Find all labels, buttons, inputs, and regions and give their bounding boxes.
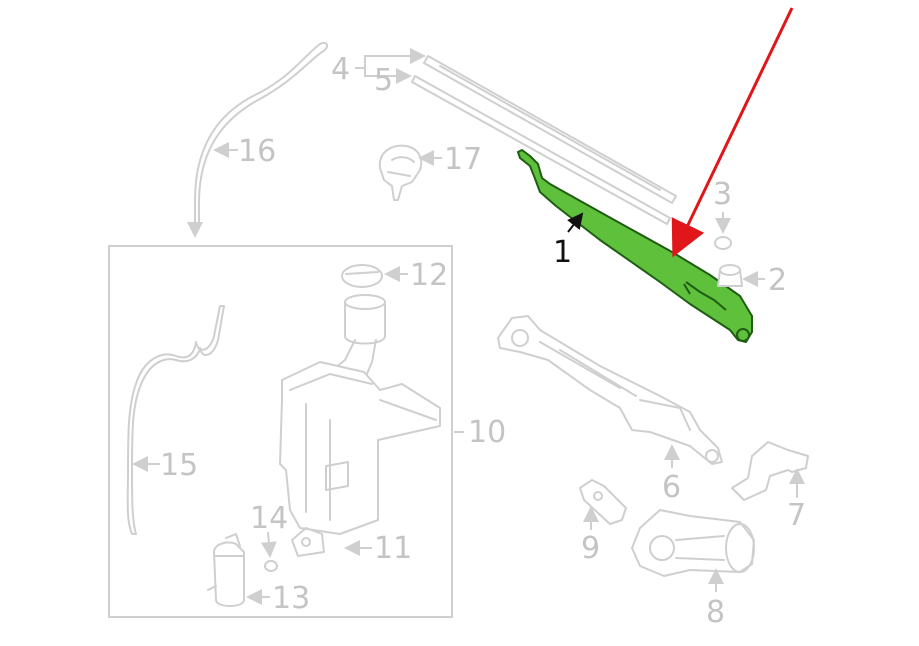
bracket-7[interactable] <box>731 441 809 501</box>
callout-17: 17 <box>444 142 482 177</box>
wiper-blade-insert-5[interactable] <box>411 75 671 225</box>
callout-14: 14 <box>250 501 288 536</box>
pointer-arrow <box>671 7 794 258</box>
callout-10: 10 <box>468 415 506 450</box>
cap-3[interactable] <box>714 236 732 250</box>
callout-16: 16 <box>238 134 276 169</box>
grommet-14[interactable] <box>264 560 278 572</box>
wiper-arm-1[interactable] <box>517 149 753 343</box>
callout-13: 13 <box>272 581 310 616</box>
wiper-motor-8[interactable] <box>631 509 755 577</box>
callout-12: 12 <box>410 258 448 293</box>
washer-hose-16[interactable] <box>194 42 328 229</box>
callout-11: 11 <box>374 531 412 566</box>
bracket-9[interactable] <box>579 479 627 525</box>
nut-2[interactable] <box>717 264 743 287</box>
callout-1: 1 <box>553 235 572 270</box>
wiper-linkage-6[interactable] <box>497 315 723 465</box>
callout-4: 4 <box>331 52 350 87</box>
callout-9: 9 <box>581 531 600 566</box>
washer-hose-15[interactable] <box>126 305 225 535</box>
callout-5: 5 <box>374 63 393 98</box>
callout-6: 6 <box>662 470 681 505</box>
callout-3: 3 <box>713 177 732 212</box>
reservoir-assembly-box <box>108 245 453 618</box>
washer-reservoir-11[interactable] <box>279 294 441 557</box>
callout-8: 8 <box>706 595 725 630</box>
washer-nozzle-17[interactable] <box>378 144 423 201</box>
callout-15: 15 <box>160 448 198 483</box>
washer-pump-13[interactable] <box>207 533 245 607</box>
callout-2: 2 <box>768 263 787 298</box>
wiper-blade-4[interactable] <box>423 55 677 204</box>
reservoir-cap-12[interactable] <box>341 264 383 288</box>
callout-7: 7 <box>787 498 806 533</box>
